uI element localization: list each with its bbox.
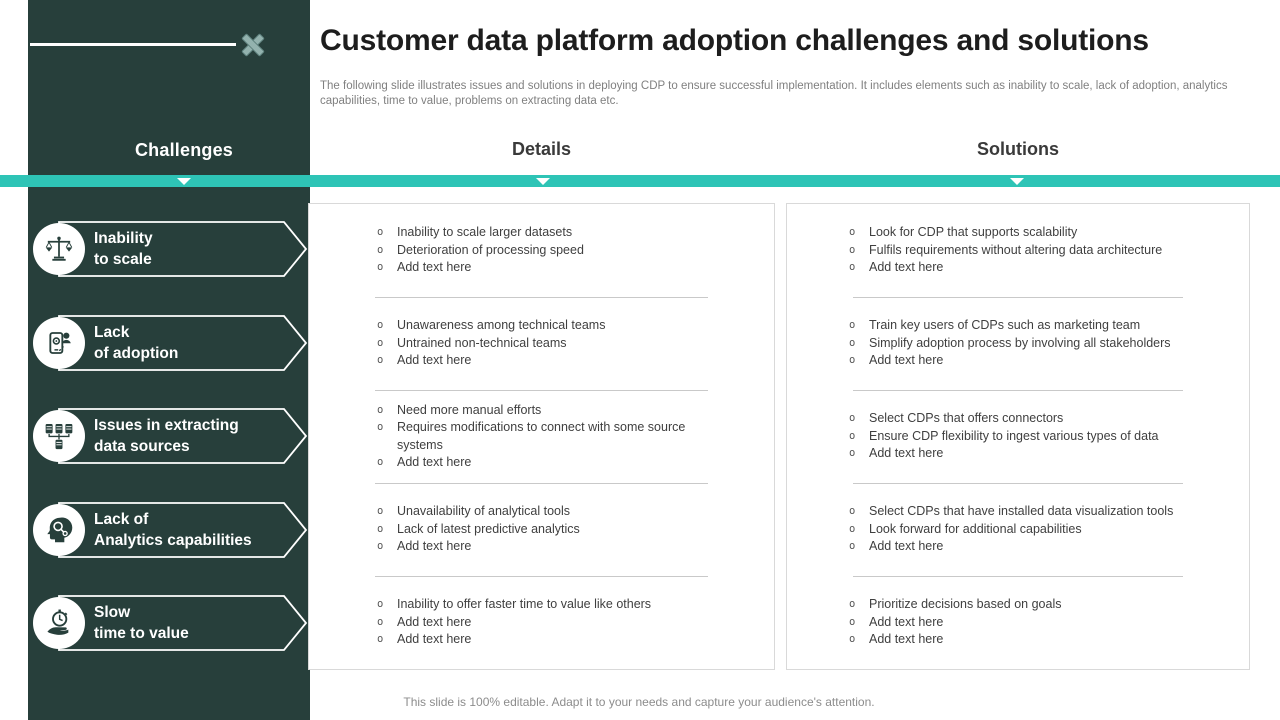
bullet-item: Select CDPs that have installed data vis… xyxy=(847,503,1173,521)
challenge-card-label: Inability to scale xyxy=(94,230,153,268)
details-section: Inability to scale larger datasets Deter… xyxy=(309,204,774,297)
close-icon[interactable] xyxy=(238,30,268,60)
bullet-item: Select CDPs that offers connectors xyxy=(847,410,1159,428)
accent-bar xyxy=(0,175,1280,187)
bullet-item: Add text here xyxy=(847,631,1061,649)
details-section: Unawareness among technical teams Untrai… xyxy=(309,297,774,390)
bullet-item: Add text here xyxy=(375,614,651,632)
bullet-item: Fulfils requirements without altering da… xyxy=(847,242,1162,260)
bullet-item: Add text here xyxy=(375,538,580,556)
solutions-panel: Look for CDP that supports scalability F… xyxy=(786,203,1250,670)
bullet-item: Add text here xyxy=(847,259,1162,277)
solutions-section: Look for CDP that supports scalability F… xyxy=(787,204,1249,297)
editable-note: This slide is 100% editable. Adapt it to… xyxy=(403,695,875,709)
decorative-line xyxy=(30,43,236,46)
balance-scale-icon xyxy=(33,223,85,275)
challenge-card-label: Lack of adoption xyxy=(94,324,179,362)
bullet-item: Unavailability of analytical tools xyxy=(375,503,580,521)
solutions-section: Select CDPs that have installed data vis… xyxy=(787,483,1249,576)
challenge-card-label: Slow time to value xyxy=(94,604,189,642)
solutions-section: Select CDPs that offers connectors Ensur… xyxy=(787,390,1249,483)
challenge-card-lack-of-adoption[interactable]: Lack of adoption xyxy=(33,315,308,371)
bullet-item: Lack of latest predictive analytics xyxy=(375,521,580,539)
challenge-card-inability-to-scale[interactable]: Inability to scale xyxy=(33,221,308,277)
mobile-user-icon xyxy=(33,317,85,369)
down-arrow-marker xyxy=(1010,178,1024,185)
details-section: Need more manual efforts Requires modifi… xyxy=(309,390,774,483)
page-title: Customer data platform adoption challeng… xyxy=(320,24,1149,57)
bullet-item: Add text here xyxy=(847,538,1173,556)
challenges-column-header: Challenges xyxy=(134,140,234,160)
bullet-item: Simplify adoption process by involving a… xyxy=(847,335,1171,353)
details-section: Inability to offer faster time to value … xyxy=(309,576,774,669)
bullet-item: Deterioration of processing speed xyxy=(375,242,584,260)
bullet-item: Look forward for additional capabilities xyxy=(847,521,1173,539)
details-panel: Inability to scale larger datasets Deter… xyxy=(308,203,775,670)
stopwatch-hand-icon xyxy=(33,597,85,649)
bullet-item: Add text here xyxy=(847,614,1061,632)
bullet-item: Add text here xyxy=(375,631,651,649)
challenge-card-slow-time-to-value[interactable]: Slow time to value xyxy=(33,595,308,651)
bullet-item: Inability to scale larger datasets xyxy=(375,224,584,242)
bullet-item: Need more manual efforts xyxy=(375,402,727,420)
solutions-section: Train key users of CDPs such as marketin… xyxy=(787,297,1249,390)
bullet-item: Requires modifications to connect with s… xyxy=(375,419,727,454)
details-section: Unavailability of analytical tools Lack … xyxy=(309,483,774,576)
bullet-item: Add text here xyxy=(847,445,1159,463)
bullet-item: Look for CDP that supports scalability xyxy=(847,224,1162,242)
solutions-column-header: Solutions xyxy=(977,139,1059,159)
challenge-card-label: Lack of Analytics capabilities xyxy=(94,511,252,549)
data-sources-icon xyxy=(33,410,85,462)
down-arrow-marker xyxy=(177,178,191,185)
challenge-card-issues-extracting-data[interactable]: Issues in extracting data sources xyxy=(33,408,308,464)
bullet-item: Unawareness among technical teams xyxy=(375,317,605,335)
page-subtitle: The following slide illustrates issues a… xyxy=(320,80,1228,107)
bullet-item: Train key users of CDPs such as marketin… xyxy=(847,317,1171,335)
bullet-item: Prioritize decisions based on goals xyxy=(847,596,1061,614)
bullet-item: Inability to offer faster time to value … xyxy=(375,596,651,614)
bullet-item: Add text here xyxy=(375,454,727,472)
bullet-item: Add text here xyxy=(375,352,605,370)
challenge-card-label: Issues in extracting data sources xyxy=(94,417,239,455)
analytics-head-icon xyxy=(33,504,85,556)
bullet-item: Ensure CDP flexibility to ingest various… xyxy=(847,428,1159,446)
bullet-item: Add text here xyxy=(847,352,1171,370)
down-arrow-marker xyxy=(536,178,550,185)
details-column-header: Details xyxy=(511,139,572,159)
bullet-item: Add text here xyxy=(375,259,584,277)
challenge-card-lack-of-analytics[interactable]: Lack of Analytics capabilities xyxy=(33,502,308,558)
bullet-item: Untrained non-technical teams xyxy=(375,335,605,353)
solutions-section: Prioritize decisions based on goals Add … xyxy=(787,576,1249,669)
